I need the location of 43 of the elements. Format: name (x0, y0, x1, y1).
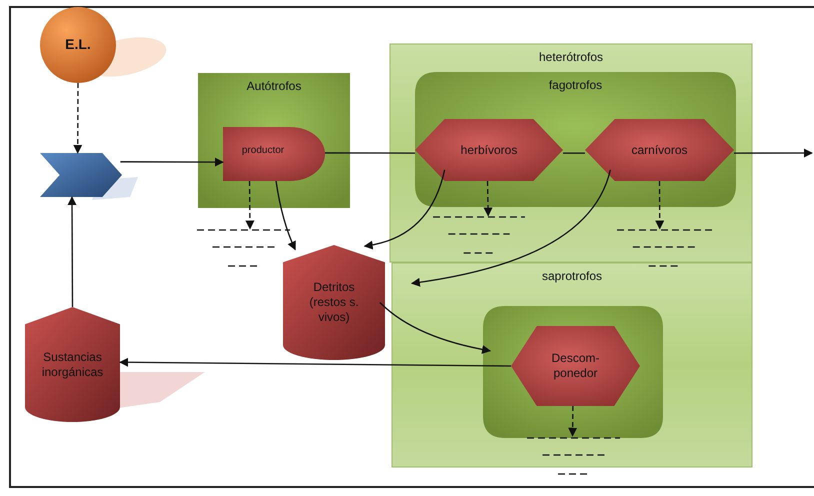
cylinder-shape (283, 245, 385, 360)
hexagon-shape (511, 326, 640, 406)
group-box (415, 72, 736, 207)
group-title: heterótrofos (538, 50, 604, 65)
ground-symbol (433, 214, 525, 256)
arrow (734, 148, 813, 158)
hexagon-shape (585, 119, 734, 181)
node-label: herbívoros (460, 142, 518, 158)
arrow (119, 358, 511, 367)
node-label: productor (242, 144, 284, 158)
group-title: fagotrofos (548, 78, 602, 93)
arrow (73, 83, 82, 154)
group-band (390, 44, 752, 262)
ground-symbol (527, 435, 620, 477)
arrow (275, 180, 296, 250)
connector-line (325, 152, 415, 154)
chevron-shape (40, 153, 122, 197)
arrow (410, 170, 611, 287)
group-title: saprotrofos (542, 269, 602, 284)
group-box (198, 73, 350, 208)
node-label: Sustancias inorgánicas (40, 350, 104, 380)
rounded-panel (483, 306, 663, 438)
hexagon-shape (415, 119, 563, 181)
group-title: Autótrofos (246, 79, 302, 94)
arrow (379, 302, 492, 354)
node-label: Descom- ponedor (550, 351, 600, 381)
delay-shape (223, 127, 325, 181)
arrow (245, 181, 254, 230)
connector-line (563, 152, 585, 154)
group-band (392, 263, 752, 467)
ground-symbol (617, 227, 712, 269)
arrow (120, 158, 224, 167)
energy-circle (40, 7, 116, 83)
ground-symbol (197, 227, 290, 269)
arrow (364, 170, 446, 250)
cylinder-shape (25, 307, 120, 422)
node-label: carnívoros (631, 142, 688, 158)
node-label: E.L. (65, 36, 91, 54)
arrow (568, 406, 578, 437)
arrow (655, 181, 664, 230)
node-label: Detritos (restos s. vivos) (308, 280, 360, 325)
arrow (484, 180, 493, 217)
arrow (68, 196, 77, 307)
